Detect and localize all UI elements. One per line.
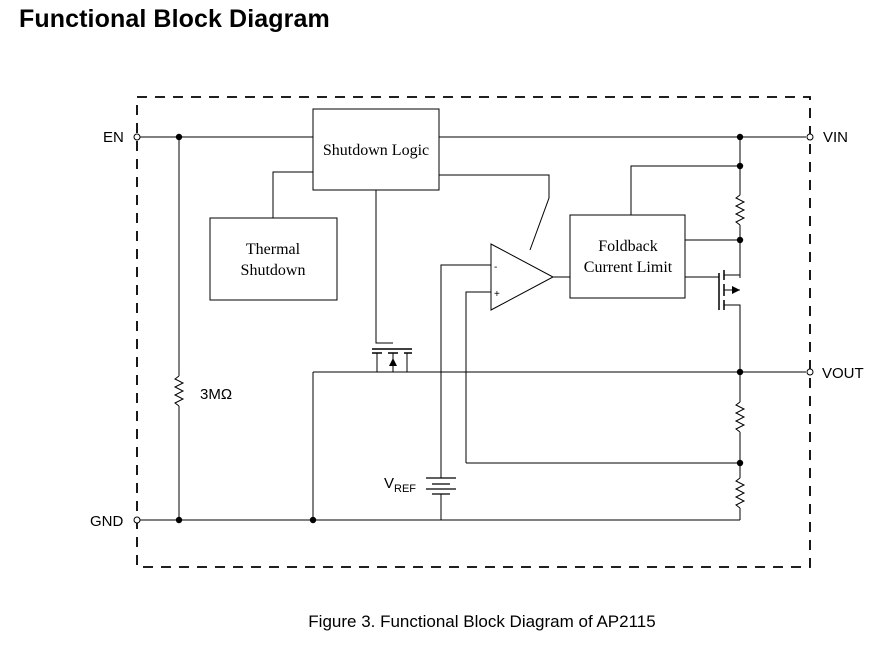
foldback-label-1: Foldback: [598, 238, 658, 255]
pulldown-resistor: [173, 137, 185, 520]
thermal-shutdown-block: [209, 217, 338, 301]
shutdown-logic-block: [312, 108, 440, 191]
vref-sub-text: REF: [394, 483, 416, 495]
vref-main-text: V: [384, 475, 394, 492]
thermal-shutdown-label-2: Shutdown: [241, 262, 306, 279]
amp-plus-label: +: [494, 289, 500, 300]
figure-caption: Figure 3. Functional Block Diagram of AP…: [308, 612, 656, 631]
feedback-wire: [465, 291, 491, 463]
foldback-vin-sense-wire: [630, 165, 740, 215]
error-amplifier: [490, 243, 555, 311]
vout-pin-label: VOUT: [822, 365, 864, 382]
gnd-pin-terminal: [133, 516, 141, 524]
en-pin-terminal: [133, 133, 141, 141]
page-title: Functional Block Diagram: [19, 5, 330, 33]
en-pin-label: EN: [103, 129, 124, 146]
vref-to-amp-wire: [440, 264, 491, 478]
vref-source: [426, 477, 456, 520]
vout-pin-terminal: [806, 368, 814, 376]
vin-pin-terminal: [806, 133, 814, 141]
vin-pin-label: VIN: [823, 129, 848, 146]
amp-minus-label: -: [494, 262, 497, 273]
thermal-to-logic-wire: [272, 171, 313, 218]
logic-to-amp-enable-wire: [439, 174, 550, 251]
ic-boundary: [136, 96, 811, 568]
junction-dots: [175, 133, 744, 524]
shutdown-switch: [372, 190, 412, 372]
gnd-pin-label: GND: [90, 513, 124, 530]
pulldown-resistor-label: 3MΩ: [200, 386, 232, 403]
thermal-shutdown-label-1: Thermal: [246, 241, 301, 258]
foldback-current-limit-block: [569, 214, 686, 299]
vref-label: VREF: [384, 475, 416, 495]
shutdown-logic-label: Shutdown Logic: [323, 142, 429, 159]
pass-transistor: [685, 270, 741, 310]
foldback-label-2: Current Limit: [584, 259, 673, 276]
